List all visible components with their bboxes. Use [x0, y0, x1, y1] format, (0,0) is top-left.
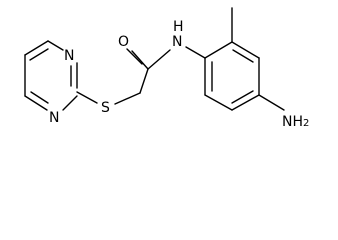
pyrimidine-n1-label: N — [64, 48, 74, 64]
amine-nh-label: NH — [282, 114, 303, 130]
bond-pyr-top-left — [24, 40, 49, 56]
bond-benz-a — [204, 41, 233, 59]
bond-pyr-top-left-inner — [29, 48, 49, 61]
benzene-ring — [204, 41, 260, 111]
bond-benz-e — [204, 94, 233, 111]
bond-benz-d-inner — [231, 90, 254, 104]
amide-h-label: H — [173, 19, 184, 35]
bond-pyr-top-right — [47, 40, 64, 51]
linker-chain — [76, 46, 206, 105]
amide-n-label: N — [172, 34, 182, 50]
bond-ch2-carbonyl — [139, 68, 149, 94]
amine-subscript: 2 — [303, 118, 309, 129]
bond-c2-s — [76, 91, 98, 104]
bond-nh-ring — [185, 46, 206, 59]
bond-pyr-n3-c4 — [24, 95, 48, 111]
bond-benz-d — [231, 94, 260, 111]
bond-carbonyl-o-inner — [126, 48, 143, 65]
pyrimidine-ring — [24, 40, 78, 111]
bond-benz-b-inner — [232, 49, 254, 63]
amine-label: NH2 — [282, 114, 309, 130]
bond-carbonyl-nh — [147, 49, 171, 70]
bond-carbonyl-o — [131, 50, 149, 70]
bond-pyr-c2-n3 — [62, 95, 78, 111]
bond-benz-b — [231, 41, 260, 59]
bond-s-ch2 — [114, 92, 141, 105]
thioether-s-label: S — [101, 100, 110, 116]
carbonyl-o-label: O — [118, 34, 129, 50]
bond-pyr-n3-c4-inner — [30, 91, 49, 104]
bond-ring-nh2 — [258, 94, 285, 111]
molecule-structure: N N S O N H NH2 — [24, 7, 309, 130]
pyrimidine-n3-label: N — [49, 110, 59, 126]
